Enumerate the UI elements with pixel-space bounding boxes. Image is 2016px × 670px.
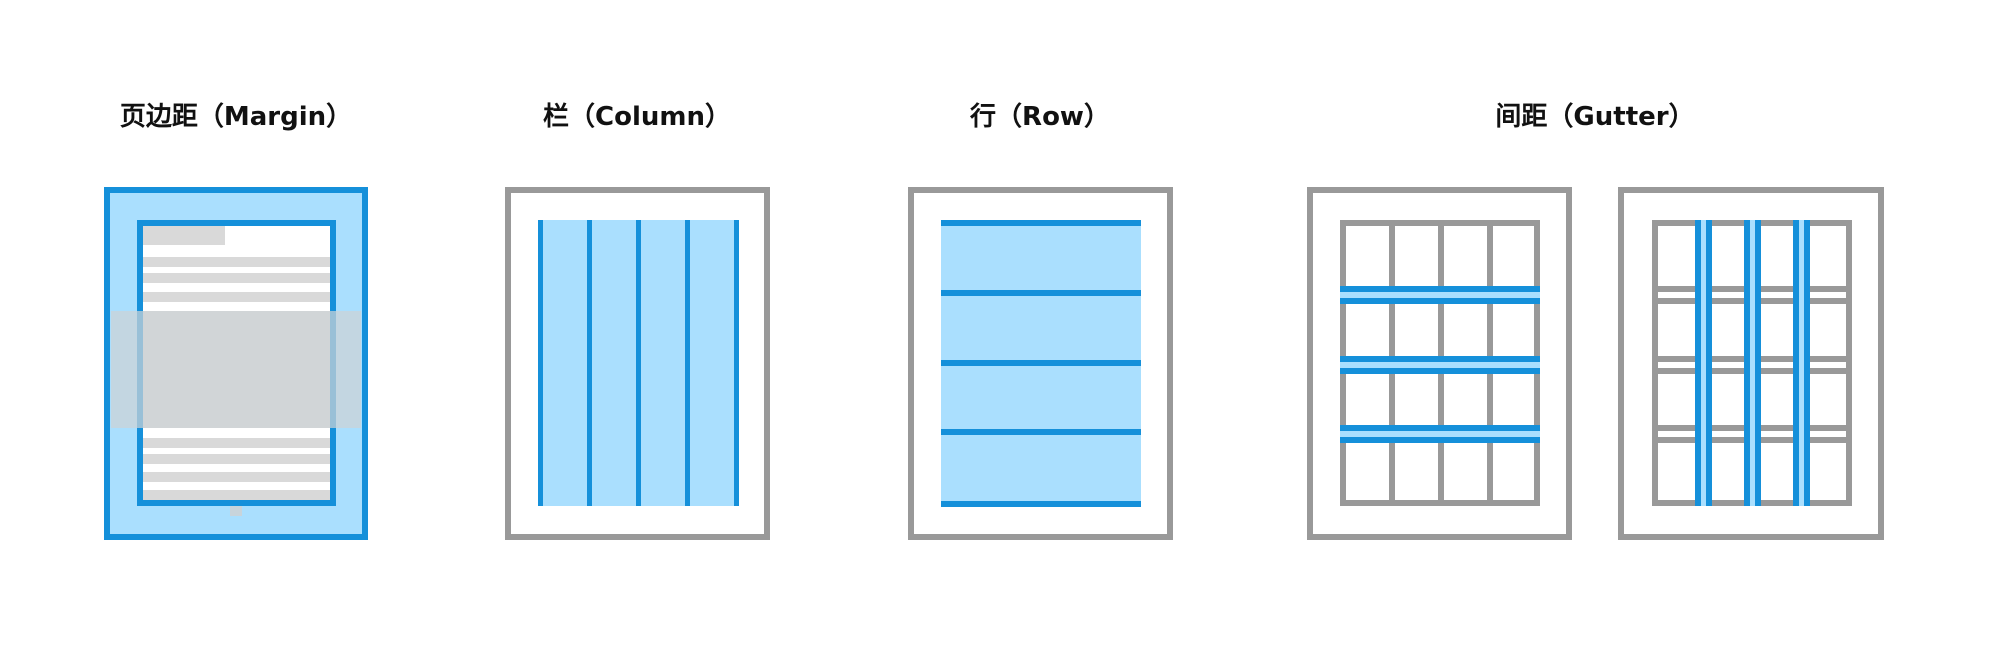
- row-title: 行（Row）: [970, 102, 1110, 132]
- column-line: [636, 220, 641, 506]
- column-title: 栏（Column）: [543, 102, 731, 132]
- row-gutter: [1340, 356, 1540, 374]
- row-gutter: [1340, 425, 1540, 443]
- text-line: [143, 257, 330, 267]
- column-line: [685, 220, 690, 506]
- gutter-title: 间距（Gutter）: [1495, 102, 1695, 132]
- row-line: [941, 220, 1141, 226]
- row-gutter: [1340, 286, 1540, 304]
- full-bleed-image-overlay: [111, 311, 361, 428]
- text-line: [143, 438, 330, 448]
- text-line: [143, 454, 330, 464]
- row-line: [941, 290, 1141, 296]
- text-line: [143, 273, 330, 283]
- heading-block: [143, 226, 225, 245]
- text-line: [143, 292, 330, 302]
- text-line: [143, 472, 330, 482]
- margin-title: 页边距（Margin）: [119, 102, 353, 132]
- column-line: [538, 220, 543, 506]
- row-line: [941, 360, 1141, 366]
- column-gutter: [1793, 220, 1810, 506]
- text-line: [143, 490, 330, 500]
- page-number-block: [230, 506, 242, 516]
- column-line: [587, 220, 592, 506]
- row-line: [941, 429, 1141, 435]
- column-line: [734, 220, 739, 506]
- column-gutter: [1744, 220, 1761, 506]
- row-line: [941, 501, 1141, 507]
- column-gutter: [1695, 220, 1712, 506]
